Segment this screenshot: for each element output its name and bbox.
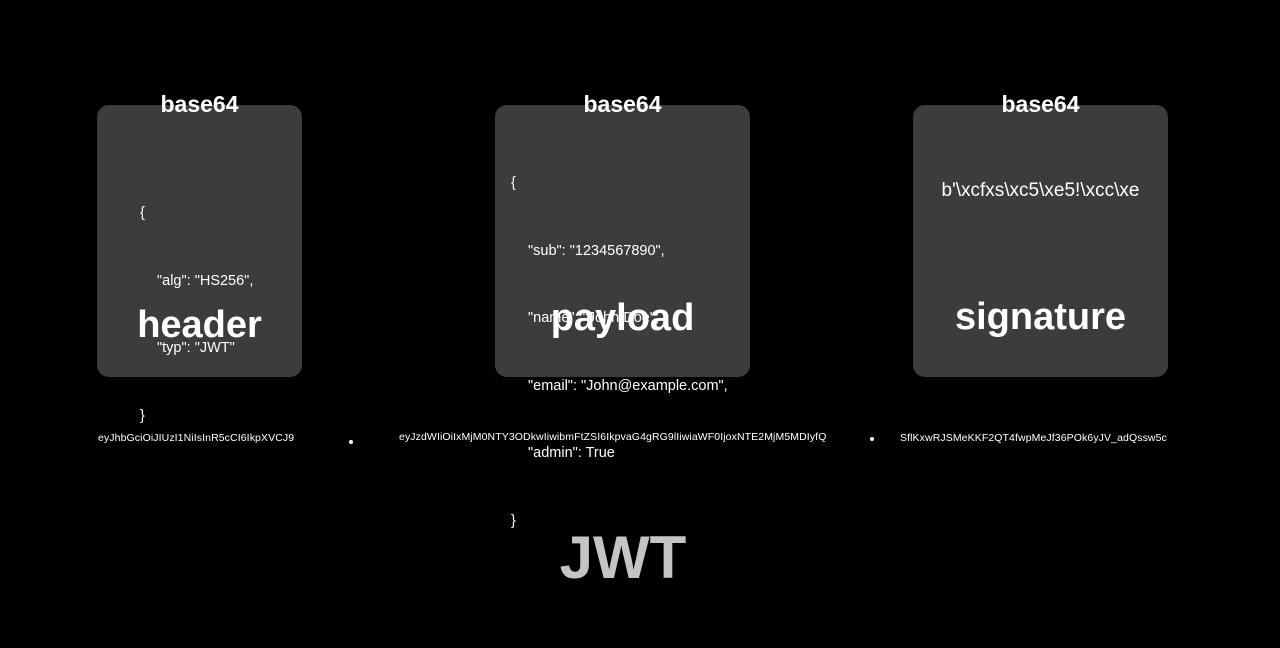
json-line: "name": "John Doe",: [528, 310, 660, 326]
payload-encoding-label: base64: [583, 91, 662, 117]
header-title: header: [137, 304, 262, 346]
json-line: }: [511, 512, 516, 529]
json-line: "sub": "1234567890",: [528, 242, 665, 259]
json-line: "alg": "HS256",: [157, 272, 254, 289]
signature-title: signature: [954, 296, 1127, 338]
header-encoding-label: base64: [160, 91, 239, 117]
header-json: { "alg": "HS256", "typ": "JWT" }: [140, 157, 253, 472]
payload-title: payload: [550, 297, 695, 339]
json-line: "email": "John@example.com",: [528, 377, 728, 394]
header-card: [97, 105, 302, 377]
payload-json: { "sub": "1234567890", "name": "John Doe…: [511, 127, 728, 577]
separator-dot: [870, 437, 874, 441]
diagram-title: JWT: [559, 524, 687, 591]
payload-card: [495, 105, 750, 377]
signature-encoded-string: SflKxwRJSMeKKF2QT4fwpMeJf36POk6yJV_adQss…: [900, 432, 1167, 444]
json-line: }: [140, 407, 145, 424]
header-encoded-string: eyJhbGciOiJIUzI1NiIsInR5cCI6IkpXVCJ9: [98, 432, 295, 444]
payload-encoded-string: eyJzdWIiOiIxMjM0NTY3ODkwIiwibmFtZSI6Ikpv…: [399, 431, 827, 443]
separator-dot: [349, 440, 353, 444]
json-line: "admin": True: [528, 445, 615, 461]
signature-raw-bytes: b'\xcfxs\xc5\xe5!\xcc\xe: [941, 180, 1140, 201]
json-line: {: [140, 205, 145, 221]
json-line: {: [511, 175, 516, 191]
signature-card: [913, 105, 1168, 377]
signature-encoding-label: base64: [1001, 91, 1080, 117]
json-line: "typ": "JWT": [157, 340, 235, 356]
